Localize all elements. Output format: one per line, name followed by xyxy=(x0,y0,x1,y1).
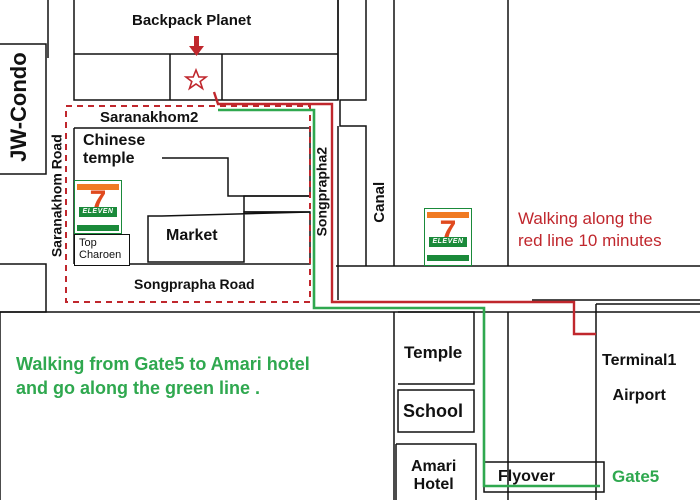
star-icon xyxy=(183,67,209,91)
green-route-note: Walking from Gate5 to Amari hotel and go… xyxy=(16,354,310,399)
logo-band-orange xyxy=(427,212,469,218)
canal-label: Canal xyxy=(370,181,388,223)
green-route-line xyxy=(218,108,600,488)
jw-condo-label: JW-Condo xyxy=(5,52,31,162)
flyover-label: Flyover xyxy=(498,468,555,485)
chinese-temple-label: Chinese temple xyxy=(83,132,146,167)
logo-band-green xyxy=(427,255,469,261)
arrow-down-icon xyxy=(189,36,204,56)
seven-eleven-logo: 7 ELEVEN xyxy=(74,180,122,234)
top-charoen-box: Top Charoen xyxy=(74,234,130,266)
market-label: Market xyxy=(166,227,218,244)
red-route-note: Walking along the red line 10 minutes xyxy=(518,209,662,251)
backpack-planet-label: Backpack Planet xyxy=(132,12,252,29)
red-route-line xyxy=(212,91,596,336)
logo-band-orange xyxy=(77,184,119,190)
saranakhom-road-label: Saranakhom Road xyxy=(48,134,65,258)
amari-hotel-label: Amari Hotel xyxy=(411,458,457,493)
saranakhom2-label: Saranakhom2 xyxy=(100,109,199,126)
logo-brand: ELEVEN xyxy=(429,237,467,247)
songprapha-road-label: Songprapha Road xyxy=(134,276,255,292)
dashed-area-boundary xyxy=(65,105,311,303)
logo-band-green xyxy=(77,225,119,231)
school-label: School xyxy=(403,401,464,421)
top-charoen-label: Top Charoen xyxy=(79,237,122,262)
gate5-label: Gate5 xyxy=(612,467,660,486)
logo-brand: ELEVEN xyxy=(79,207,117,217)
terminal-airport-label: Terminal1 Airport xyxy=(602,352,677,405)
seven-eleven-logo: 7 ELEVEN xyxy=(424,208,472,266)
songprapha2-label: Songprapha2 xyxy=(313,146,330,237)
temple-label: Temple xyxy=(404,343,463,362)
